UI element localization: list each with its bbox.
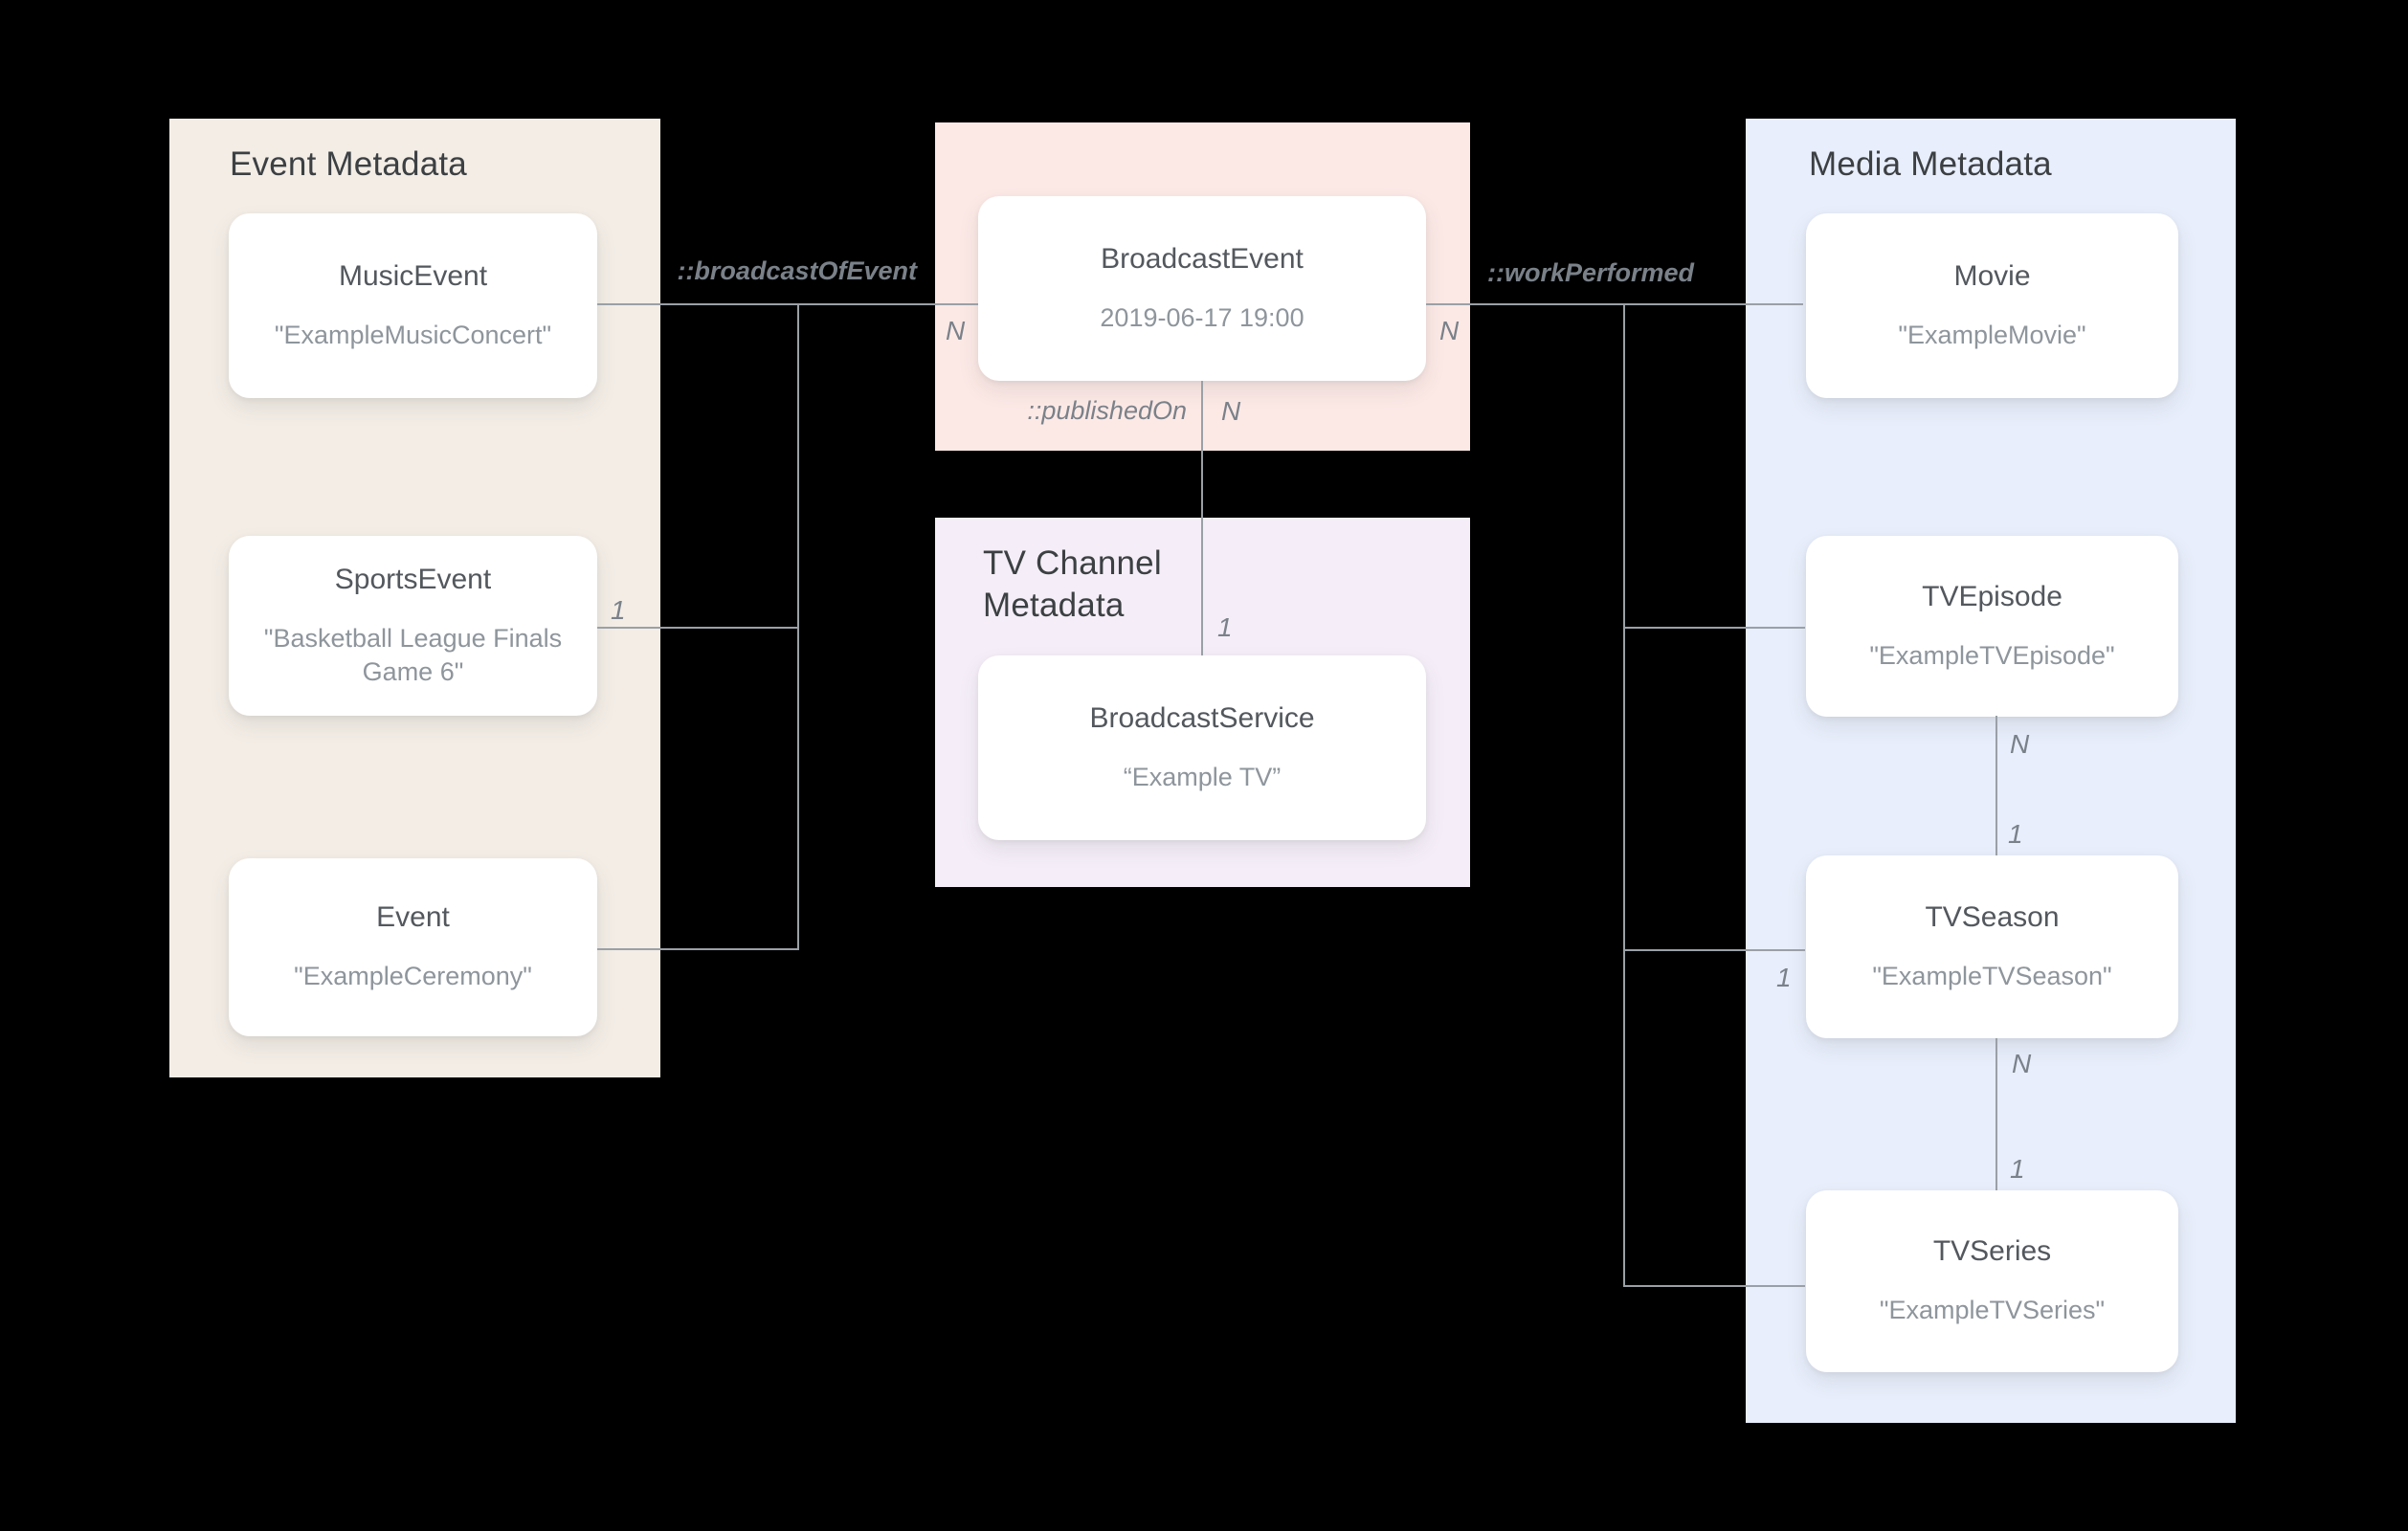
movie-card-title: Movie — [1953, 259, 2031, 292]
edge-tvseries-stub-line — [1623, 1285, 1805, 1287]
edge-tvseason-stub-line — [1623, 949, 1805, 951]
broadcast-service-card-title: BroadcastService — [1089, 701, 1315, 734]
media-metadata-title: Media Metadata — [1809, 145, 2052, 183]
broadcast-of-event-n-label: N — [946, 316, 966, 345]
edge-tvepisode-stub-line — [1623, 627, 1805, 629]
broadcast-event-panel: BroadcastEvent 2019-06-17 19:00 — [935, 122, 1470, 451]
edge-left-branch-line — [797, 303, 799, 950]
broadcast-service-card-value: “Example TV” — [1123, 762, 1282, 791]
published-on-n-label: N — [1221, 396, 1241, 426]
broadcast-event-card: BroadcastEvent 2019-06-17 19:00 — [978, 196, 1426, 381]
movie-card-value: "ExampleMovie" — [1898, 320, 2086, 349]
event-metadata-title: Event Metadata — [230, 145, 467, 183]
broadcast-of-event-one-label: 1 — [611, 595, 626, 625]
edge-musicevent-broadcastevent-line — [597, 303, 978, 305]
published-on-label: ::publishedOn — [1027, 396, 1187, 425]
tv-season-card: TVSeason "ExampleTVSeason" — [1806, 855, 2178, 1038]
episode-season-one-label: 1 — [2008, 819, 2023, 849]
broadcast-service-card: BroadcastService “Example TV” — [978, 655, 1426, 840]
event-card: Event "ExampleCeremony" — [229, 858, 597, 1036]
work-performed-label: ::workPerformed — [1487, 258, 1695, 287]
tv-series-card-value: "ExampleTVSeries" — [1879, 1296, 2106, 1325]
edge-publishedon-line — [1201, 381, 1203, 655]
music-event-card: MusicEvent "ExampleMusicConcert" — [229, 213, 597, 398]
broadcast-event-card-value: 2019-06-17 19:00 — [1100, 302, 1304, 332]
music-event-card-value: "ExampleMusicConcert" — [274, 320, 552, 349]
edge-broadcastevent-movie-line — [1426, 303, 1803, 305]
published-on-one-label: 1 — [1217, 612, 1233, 642]
sports-event-card-value: "Basketball League Finals Game 6" — [263, 623, 563, 686]
broadcast-event-card-title: BroadcastEvent — [1101, 242, 1304, 275]
tv-series-card: TVSeries "ExampleTVSeries" — [1806, 1190, 2178, 1372]
season-series-n-label: N — [2012, 1049, 2032, 1078]
movie-card: Movie "ExampleMovie" — [1806, 213, 2178, 398]
edge-tvepisode-tvseason-line — [1996, 716, 1997, 855]
music-event-card-title: MusicEvent — [338, 259, 488, 292]
tv-episode-card-value: "ExampleTVEpisode" — [1869, 640, 2115, 670]
episode-season-n-label: N — [2010, 729, 2030, 759]
tv-season-card-value: "ExampleTVSeason" — [1872, 961, 2112, 990]
edge-sportsevent-stub-line — [597, 627, 798, 629]
event-card-value: "ExampleCeremony" — [294, 962, 532, 991]
tv-channel-metadata-title: TV Channel Metadata — [983, 544, 1162, 625]
sports-event-card-title: SportsEvent — [334, 563, 492, 595]
season-series-one-label: 1 — [2010, 1154, 2025, 1184]
tv-season-card-title: TVSeason — [1925, 900, 2060, 933]
edge-tvseason-tvseries-line — [1996, 1038, 1997, 1190]
event-card-title: Event — [376, 901, 450, 934]
edge-right-branch-line — [1623, 303, 1625, 1287]
tv-episode-card-title: TVEpisode — [1922, 580, 2062, 612]
event-metadata-panel: Event Metadata MusicEvent "ExampleMusicC… — [169, 119, 660, 1077]
sports-event-card: SportsEvent "Basketball League Finals Ga… — [229, 536, 597, 716]
work-performed-n-label: N — [1439, 316, 1460, 345]
tv-series-card-title: TVSeries — [1932, 1235, 2052, 1268]
edge-event-stub-line — [597, 948, 798, 950]
work-performed-season-one-label: 1 — [1776, 963, 1792, 992]
tv-episode-card: TVEpisode "ExampleTVEpisode" — [1806, 536, 2178, 717]
broadcast-of-event-label: ::broadcastOfEvent — [677, 256, 917, 285]
media-metadata-panel: Media Metadata Movie "ExampleMovie" TVEp… — [1746, 119, 2236, 1423]
